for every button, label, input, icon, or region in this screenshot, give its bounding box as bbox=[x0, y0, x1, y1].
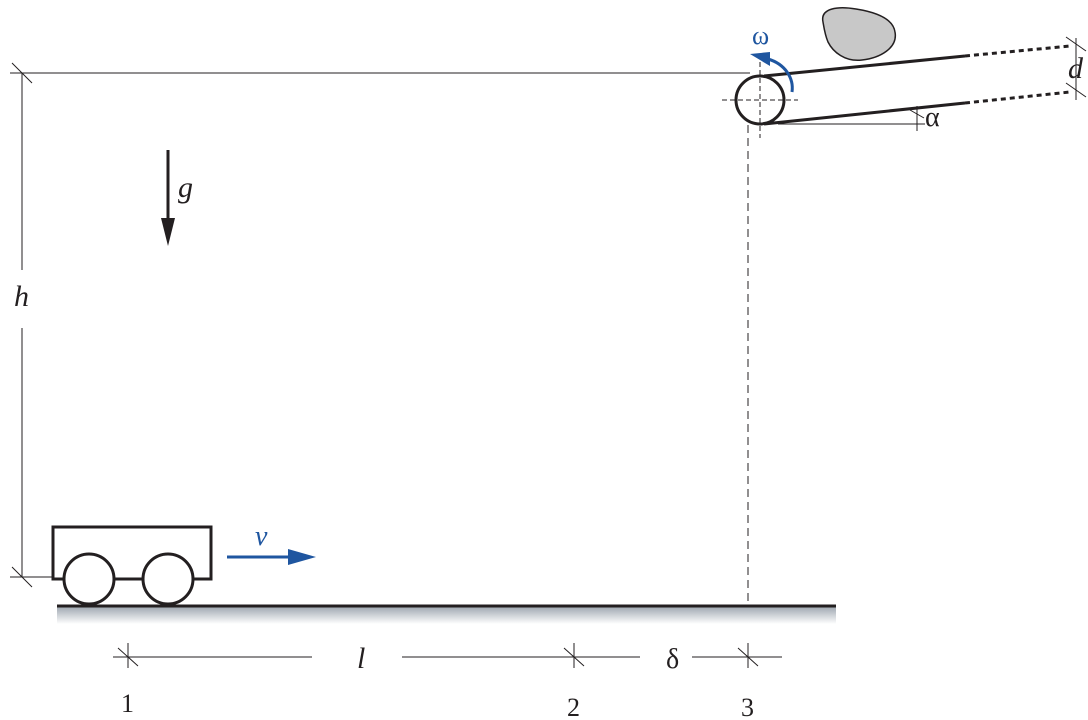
angular-velocity-arrowhead-icon bbox=[750, 52, 770, 66]
distance-delta-label: δ bbox=[666, 644, 679, 675]
gravity-arrowhead-icon bbox=[161, 218, 175, 246]
belt-lower-solid bbox=[763, 101, 966, 126]
angular-velocity-arc bbox=[767, 57, 794, 93]
bottom-dimension bbox=[113, 643, 782, 668]
belt-thickness-label: d bbox=[1068, 52, 1084, 85]
belt-thickness-dimension bbox=[1065, 36, 1087, 100]
point-1-label: 1 bbox=[121, 689, 134, 718]
gravity-arrow bbox=[161, 150, 175, 246]
velocity-arrow bbox=[227, 549, 316, 565]
thickness-tick-bottom bbox=[1065, 82, 1087, 98]
belt-lower-dotted bbox=[964, 90, 1071, 105]
ground-shadow bbox=[57, 606, 836, 624]
conveyor bbox=[722, 7, 1071, 138]
cart-wheel-left bbox=[62, 552, 116, 606]
point-2-label: 2 bbox=[567, 693, 580, 720]
velocity-label: v bbox=[255, 521, 268, 552]
angular-velocity-label: ω bbox=[752, 21, 769, 50]
height-label: h bbox=[14, 280, 29, 313]
distance-l-label: l bbox=[357, 642, 365, 675]
pulley bbox=[734, 74, 786, 126]
angle-alpha-dimension bbox=[778, 106, 925, 131]
thickness-tick-top bbox=[1065, 36, 1087, 52]
belt-upper-solid bbox=[763, 54, 966, 78]
cart bbox=[51, 525, 213, 606]
marker-1-tick bbox=[117, 647, 139, 667]
marker-3-tick bbox=[737, 647, 759, 667]
belt-upper-dotted bbox=[964, 44, 1071, 58]
gravity-label: g bbox=[178, 171, 193, 204]
height-tick-bottom bbox=[11, 566, 33, 588]
velocity-arrowhead-icon bbox=[288, 549, 316, 565]
angular-velocity-arrow bbox=[750, 52, 794, 93]
height-tick-top bbox=[11, 62, 33, 84]
height-dimension bbox=[10, 62, 750, 588]
angle-alpha-label: α bbox=[925, 102, 940, 133]
point-3-label: 3 bbox=[741, 693, 754, 720]
angle-tick-mark bbox=[909, 109, 925, 119]
cart-wheel-right bbox=[141, 552, 195, 606]
ground bbox=[57, 604, 836, 624]
marker-2-tick bbox=[563, 647, 585, 667]
stone bbox=[822, 7, 896, 61]
